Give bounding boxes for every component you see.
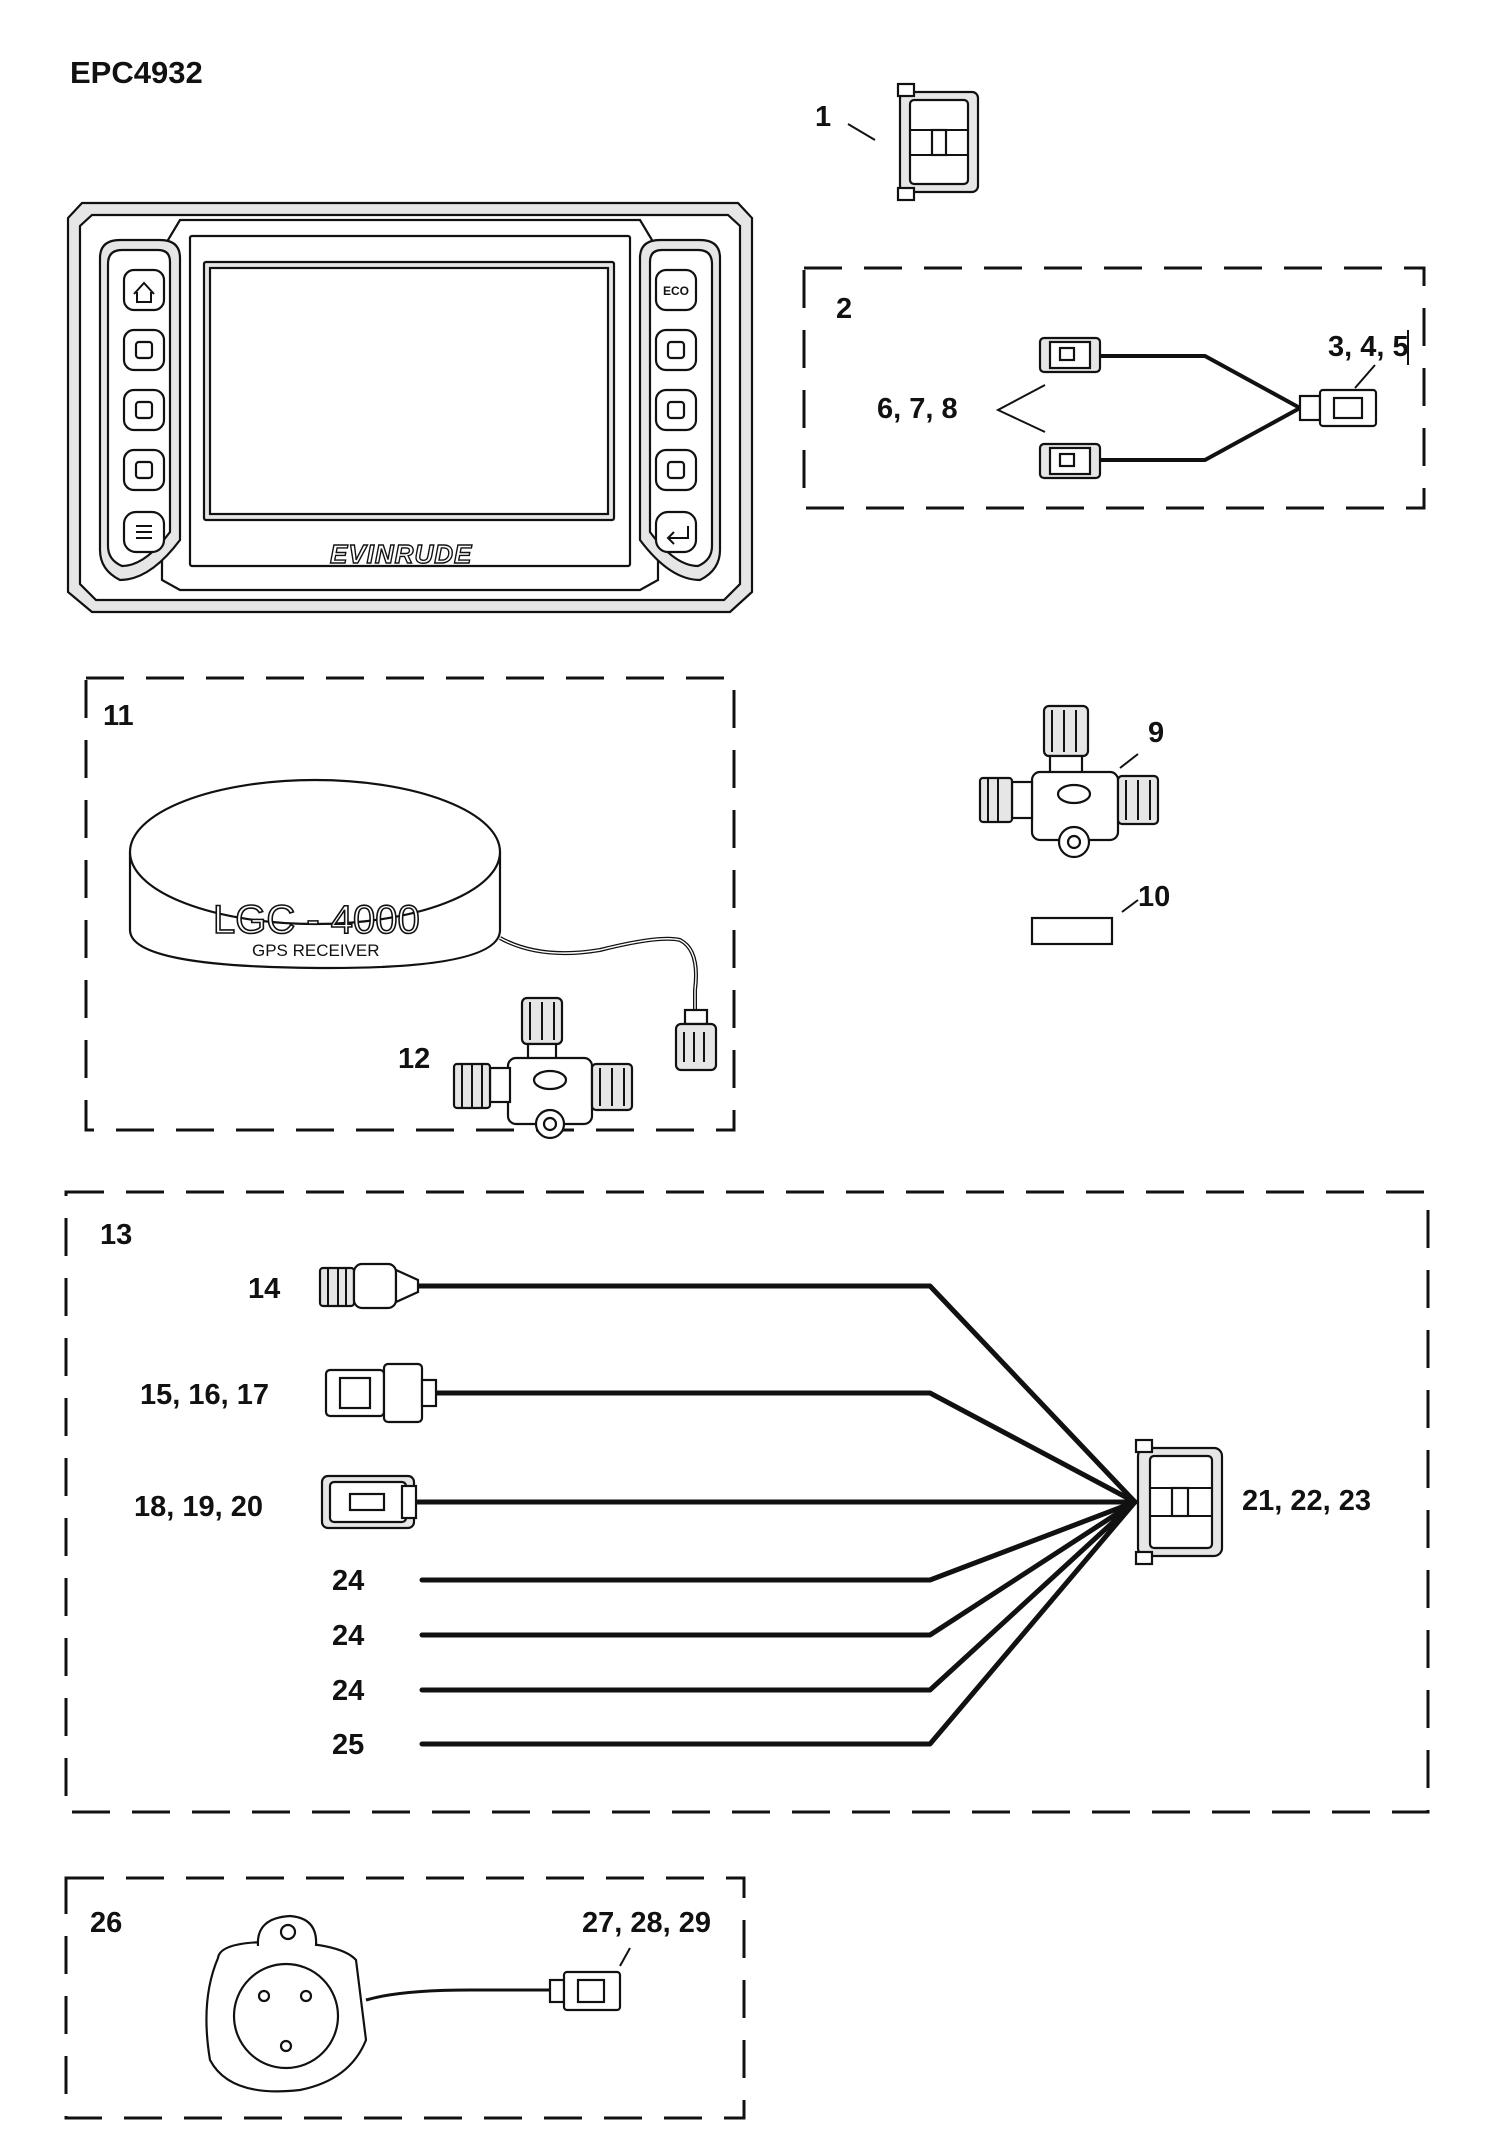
callout-24-c: 24 bbox=[332, 1675, 364, 1707]
part-15-16-17-connector bbox=[324, 1362, 438, 1424]
gps-model: LGC - 4000 bbox=[213, 898, 420, 942]
callout-13: 13 bbox=[100, 1219, 132, 1251]
gps-receiver: LGC - 4000 GPS RECEIVER bbox=[128, 778, 718, 1072]
harness-wires bbox=[413, 1283, 1138, 1747]
part-26-sensor bbox=[205, 1914, 622, 2093]
part-10-label bbox=[1030, 916, 1114, 946]
callout-2: 2 bbox=[836, 293, 852, 325]
menu-icon bbox=[136, 525, 152, 539]
gps-subtitle: GPS RECEIVER bbox=[252, 941, 380, 960]
part-1-connector bbox=[896, 82, 980, 202]
part-14-connector bbox=[318, 1262, 420, 1310]
callout-11: 11 bbox=[103, 700, 134, 732]
eco-label: ECO bbox=[663, 284, 689, 298]
callout-15-16-17: 15, 16, 17 bbox=[140, 1379, 269, 1411]
callout-6-7-8: 6, 7, 8 bbox=[877, 393, 958, 425]
leader-27-28-29 bbox=[619, 1947, 631, 1967]
part-21-22-23-connector bbox=[1134, 1438, 1224, 1566]
group-2-box bbox=[802, 266, 1426, 510]
diagram-code: EPC4932 bbox=[70, 55, 203, 90]
leader-6-7-8 bbox=[995, 384, 1046, 433]
part-2-harness bbox=[1038, 336, 1378, 480]
callout-26: 26 bbox=[90, 1907, 122, 1939]
callout-12: 12 bbox=[398, 1043, 430, 1075]
group-26-box bbox=[64, 1876, 746, 2120]
callout-3-4-5: 3, 4, 5 bbox=[1328, 331, 1409, 363]
eco-button[interactable] bbox=[654, 268, 698, 312]
back-button[interactable] bbox=[654, 510, 698, 554]
callout-18-19-20: 18, 19, 20 bbox=[134, 1491, 263, 1523]
home-icon bbox=[133, 281, 155, 303]
callout-25: 25 bbox=[332, 1729, 364, 1761]
callout-10: 10 bbox=[1138, 881, 1170, 913]
back-arrow-icon bbox=[666, 526, 689, 545]
leader-9 bbox=[1119, 753, 1139, 769]
callout-1: 1 bbox=[815, 101, 831, 133]
group-13-box bbox=[64, 1190, 1430, 1814]
callout-27-28-29: 27, 28, 29 bbox=[582, 1907, 711, 1939]
part-18-19-20-connector bbox=[320, 1474, 418, 1530]
callout-14: 14 bbox=[248, 1273, 280, 1305]
callout-24-a: 24 bbox=[332, 1565, 364, 1597]
leader-3-4-5 bbox=[1354, 364, 1376, 389]
leader-10 bbox=[1121, 899, 1139, 913]
group-11-box bbox=[84, 676, 736, 1132]
part-9-tee-connector bbox=[978, 704, 1160, 859]
part-12-tee-connector bbox=[452, 996, 634, 1140]
leader-1 bbox=[847, 123, 876, 141]
callout-9: 9 bbox=[1148, 717, 1164, 749]
callout-21-22-23: 21, 22, 23 bbox=[1242, 1485, 1371, 1517]
home-button[interactable] bbox=[122, 268, 166, 312]
display-unit: EVINRUDE ECO bbox=[66, 201, 754, 614]
display-brand: EVINRUDE bbox=[330, 539, 472, 569]
callout-24-b: 24 bbox=[332, 1620, 364, 1652]
